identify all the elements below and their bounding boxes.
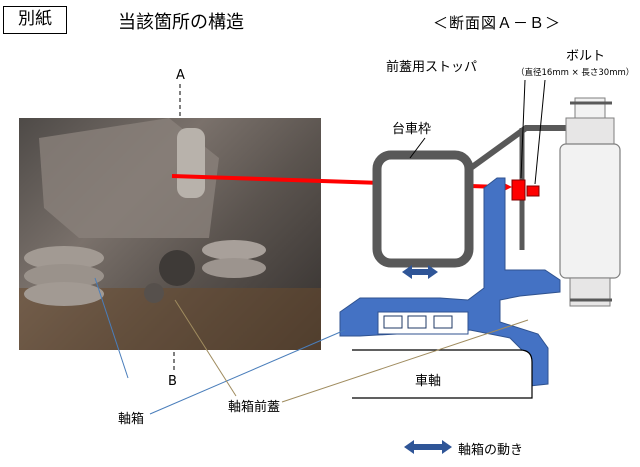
page-title: 当該箇所の構造 [118, 12, 244, 33]
axle [352, 349, 533, 399]
legend-movement-arrow [404, 440, 452, 454]
legend-movement-label: 軸箱の動き [458, 443, 524, 458]
stopper-leader [520, 79, 526, 179]
bolt-leader [534, 79, 546, 185]
axle-box-leader-diagram [149, 329, 346, 415]
label-axle-box-front-cover: 軸箱前蓋 [228, 400, 281, 415]
bogie-photo-drawing [19, 118, 321, 350]
damper-top [574, 97, 606, 119]
label-axle-box: 軸箱 [118, 412, 145, 427]
label-b: B [168, 374, 177, 389]
front-cover-leader-diagram [281, 319, 529, 403]
bogie-frame-leader [409, 137, 426, 159]
section-title: ＜断面図Ａ－Ｂ＞ [433, 14, 562, 32]
label-bolt-spec: （直径16mm × 長さ30mm） [516, 68, 635, 78]
bogie-photo [19, 118, 321, 350]
damper-bottom [569, 277, 611, 307]
front-cover-stopper [511, 179, 526, 201]
label-front-cover-stopper: 前蓋用ストッパ [386, 60, 478, 75]
label-bolt: ボルト [566, 49, 606, 64]
bogie-frame [372, 150, 474, 268]
label-a: A [176, 68, 185, 83]
frame-bracket [466, 125, 575, 173]
attachment-tag: 別紙 [3, 6, 67, 34]
label-axle: 車軸 [415, 374, 442, 389]
axle-box-leader-photo [94, 277, 129, 379]
bolt-head [526, 185, 540, 197]
damper-body [559, 143, 621, 279]
front-cover-leader-photo [174, 299, 237, 397]
movement-arrow [402, 265, 438, 279]
label-bogie-frame: 台車枠 [392, 122, 432, 137]
